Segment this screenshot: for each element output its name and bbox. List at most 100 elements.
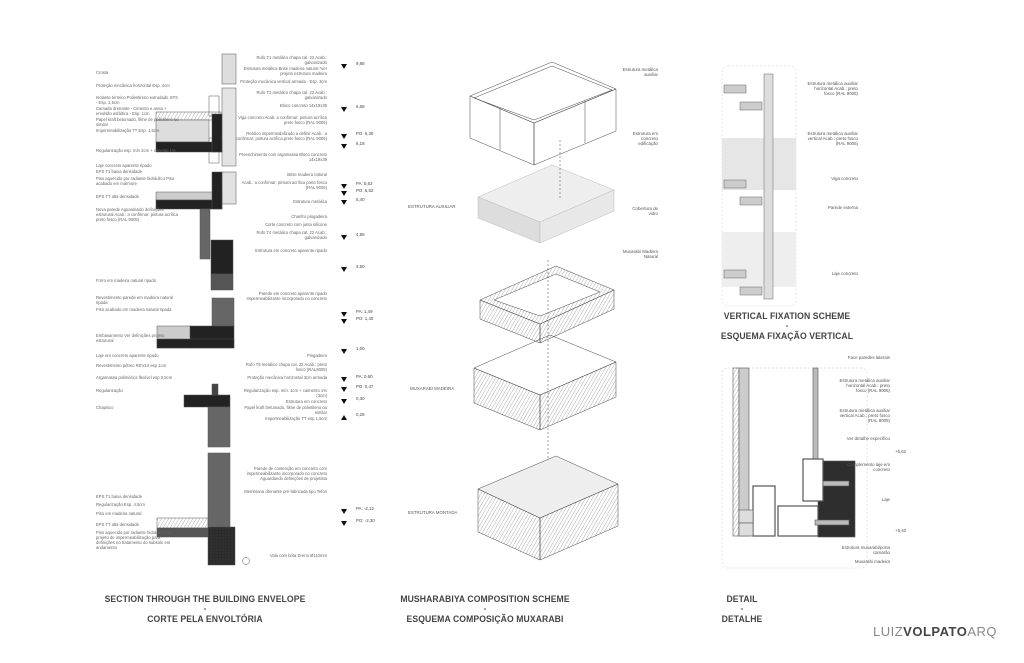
section-left-label: Nova parede Aguardando definições estrut… — [96, 207, 178, 222]
fixation-drawing — [721, 65, 797, 307]
level-value: PA: 0,60 — [356, 374, 373, 379]
section-right-label: Rebôco impermeabilizado a definir Acab.:… — [235, 131, 327, 141]
section-right-label: Membrana drenante pré-fabricada tipo Tef… — [244, 489, 327, 494]
level-marker-icon — [341, 134, 347, 139]
fixation-label-beam: Viga concreto — [831, 176, 858, 181]
level-marker-icon — [341, 312, 347, 317]
section-drawing — [155, 53, 250, 566]
section-left-label: Regularização — [96, 388, 123, 393]
section-left-label: EPS TT alta densidade — [96, 522, 139, 527]
section-right-label: Estrutura em concreto aparente ripado — [255, 248, 327, 253]
level-value: 4,50 — [356, 264, 365, 269]
section-left-label: Piso aquecido por radiante hidráulico Pi… — [96, 176, 175, 186]
detail-title-pt: DETALHE — [721, 613, 763, 624]
logo-part: ARQ — [967, 624, 998, 639]
section-left-label: Impermeabilização TT Esp. 1,5cm — [96, 128, 160, 133]
section-left-label: Forro em madeira natural ripado — [96, 278, 157, 283]
composition-title-en: MUSHARABIYA COMPOSITION SCHEME — [400, 593, 570, 604]
section-right-label: Corte concreto com junta silicone — [265, 222, 327, 227]
level-marker-icon — [341, 184, 347, 189]
section-right-label: Rufo T6 metálico chapa cal. 22 Acab.: pr… — [245, 362, 327, 372]
detail-label-muxarabi-structure: Estrutura muxarabi/porta camarão — [841, 545, 890, 556]
level-value: PO: 6,30 — [356, 131, 374, 136]
section-left-label: Isolante térmico Poliestireno extrudado … — [96, 95, 178, 105]
level-marker-icon — [341, 200, 347, 205]
stage-aux-structure: ESTRUTURA AUXILIAR — [408, 204, 456, 209]
level-value: PO: 0,47 — [356, 384, 374, 389]
section-left-label: Laje concreto aparente ripado — [96, 163, 152, 168]
detail-label-walls: Face paredes laterais — [847, 355, 890, 360]
detail-drawing — [721, 367, 868, 569]
separator: - — [203, 604, 207, 613]
section-title-en: SECTION THROUGH THE BUILDING ENVELOPE — [104, 593, 306, 604]
level-value: 0,30 — [356, 396, 365, 401]
section-left-label: Argamassa polimérica flexível esp 0,5cm — [96, 375, 173, 380]
level-marker-icon — [341, 399, 347, 404]
fixation-label-slab: Laje concreto — [831, 271, 858, 276]
section-right-label: Proteção mecânica vertical armada - Esp.… — [240, 79, 327, 84]
detail-level-bottom: +5,40 — [895, 528, 907, 533]
level-value: PA: 5,62 — [356, 181, 373, 186]
level-marker-icon — [341, 509, 347, 514]
section-left-label: Piso em madeira natural — [96, 511, 142, 516]
level-value: PO: -2,30 — [356, 518, 375, 523]
level-marker-icon — [341, 144, 347, 149]
detail-label-horizontal: Estrutura metálica auxiliar horizontal A… — [839, 378, 890, 394]
detail-level-top: +5,62 — [895, 449, 907, 454]
logo: LUIZVOLPATOARQ — [873, 624, 997, 639]
section-left-label: EPS T1 baixa densidade — [96, 169, 143, 174]
label-wood-muxarabi: Muxarabi Madeira Natural — [622, 249, 658, 260]
level-value: 4,85 — [356, 232, 365, 237]
level-marker-icon — [341, 318, 347, 324]
section-left-label: Camada drenante - Cimento e areia + emul… — [96, 106, 167, 116]
section-right-label: Acab.: a confirmar: pintura acrílica pre… — [241, 180, 327, 190]
label-concrete-structure: Estrutura em concreto edificação — [632, 131, 658, 147]
level-value: 9,88 — [356, 61, 365, 66]
composition-title-pt: ESQUEMA COMPOSIÇÃO MUXARABI — [406, 613, 564, 624]
fixation-title-pt: ESQUEMA FIXAÇÃO VERTICAL — [720, 330, 854, 341]
section-left-label: EPS T1 baixa densidade — [96, 494, 143, 499]
level-value: PA: 1,49 — [356, 309, 373, 314]
detail-label-specific: Ver detalhe específico — [846, 436, 890, 441]
section-right-label: Rufo T4 metálico chapa cal. 22 Acab.: ga… — [256, 230, 327, 240]
section-left-label: Papel kraft betumado, filme de polietile… — [96, 117, 179, 127]
section-left-label: Embasamento Ver definições projeto estru… — [96, 333, 165, 343]
stage-assembled: ESTRUTURA MONTADA — [408, 510, 458, 515]
section-right-label: Bloco concreto 14x19x39 — [279, 103, 327, 108]
section-right-label: Parede em concreto aparente ripado Imper… — [246, 291, 327, 301]
section-right-label: Viga concreto Acab. a confirmar: pintura… — [238, 115, 327, 125]
detail-label-slab: Laje — [881, 497, 890, 502]
section-left-label: Regularização Esp. 4,5cm — [96, 502, 145, 507]
level-marker-icon — [341, 387, 347, 392]
fixation-title-en: VERTICAL FIXATION SCHEME — [723, 310, 851, 321]
level-marker-icon — [341, 415, 347, 420]
section-left-label: Laje em concreto aparente ripado — [96, 353, 159, 358]
section-title-pt: CORTE PELA ENVOLTÓRIA — [147, 613, 263, 624]
level-value: PO: 1,40 — [356, 315, 374, 321]
level-value: 1,00 — [356, 346, 365, 351]
fixation-label-vertical: Estrutura metálica auxiliar vertical Aca… — [807, 131, 858, 147]
level-value: 6,18 — [356, 141, 365, 146]
section-left-label: Revestimento pétreo REV13 esp 1cm — [96, 363, 167, 368]
separator: - — [785, 321, 789, 330]
stage-muxarabi-wood: MUXARABI MADEIRA — [410, 386, 455, 391]
section-right-label: Estrutura metálica Brise madeira natural… — [243, 66, 327, 76]
section-left-label: Revestimento parede em madeira natural r… — [96, 295, 174, 305]
fixation-label-wall: Parede externa — [827, 205, 858, 210]
section-right-label: Rufo T1 metálico chapa cal. 22 Acab.: ga… — [256, 55, 327, 65]
section-left-label: Regularização esp. mín 2cm + cimento 1% — [96, 148, 176, 153]
section-right-label: Regularização esp. mín. 1cm + caimento 1… — [243, 388, 327, 398]
section-right-label: Papel kraft betumado, filme de polietile… — [244, 405, 327, 415]
detail-label-muxarabi-wood: Muxarabi madeira — [854, 559, 890, 564]
level-value: 0,28 — [356, 412, 365, 417]
detail-title-en: DETAIL — [726, 593, 758, 604]
section-left-label: EPS TT alta densidade — [96, 194, 139, 199]
section-right-label: Impermeabilização TT esp 1,5cm — [265, 416, 327, 421]
section-left-label: Proteção mecânica horizontal Esp. 4cm — [96, 83, 170, 88]
section-right-label: Vala com brita Dreno Ø110mm — [269, 553, 327, 558]
section-left-label: Chapisco — [96, 405, 114, 410]
section-left-label: Piso aquecido por radiante hidráulico Ve… — [96, 530, 173, 550]
section-left-label: Piso acabado em madeira natural ripada — [96, 307, 172, 312]
logo-part: LUIZ — [873, 624, 904, 639]
